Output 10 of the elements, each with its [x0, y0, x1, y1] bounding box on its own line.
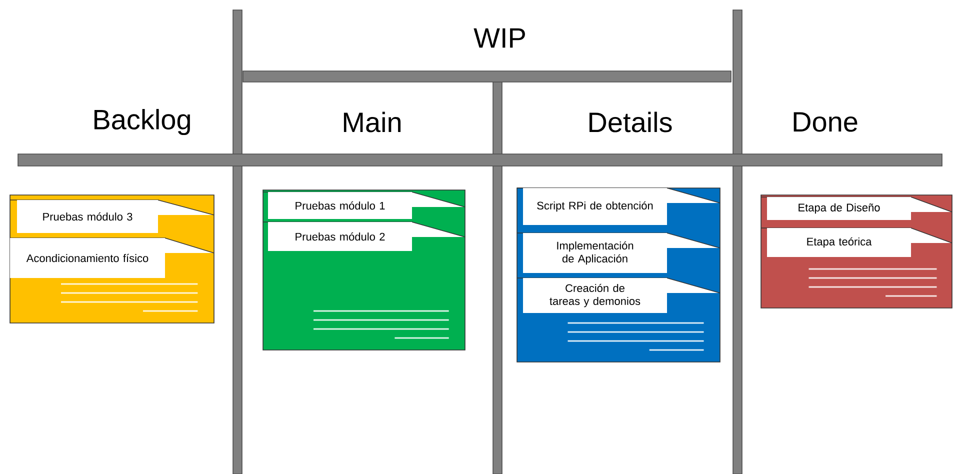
column-heading: Details [590, 112, 672, 132]
task-label: Script RPi de obtención [523, 188, 667, 225]
task-label: Acondicionamiento físico [10, 238, 165, 278]
column-heading: Done [794, 112, 858, 132]
column-heading: WIP [474, 28, 525, 48]
task-label: Creación de tareas y demonios [523, 278, 667, 313]
task-label: Implementación de Aplicación [523, 233, 667, 273]
column-heading: Main [344, 112, 401, 132]
column-heading: Backlog [94, 108, 190, 136]
task-label: Pruebas módulo 3 [17, 200, 158, 233]
